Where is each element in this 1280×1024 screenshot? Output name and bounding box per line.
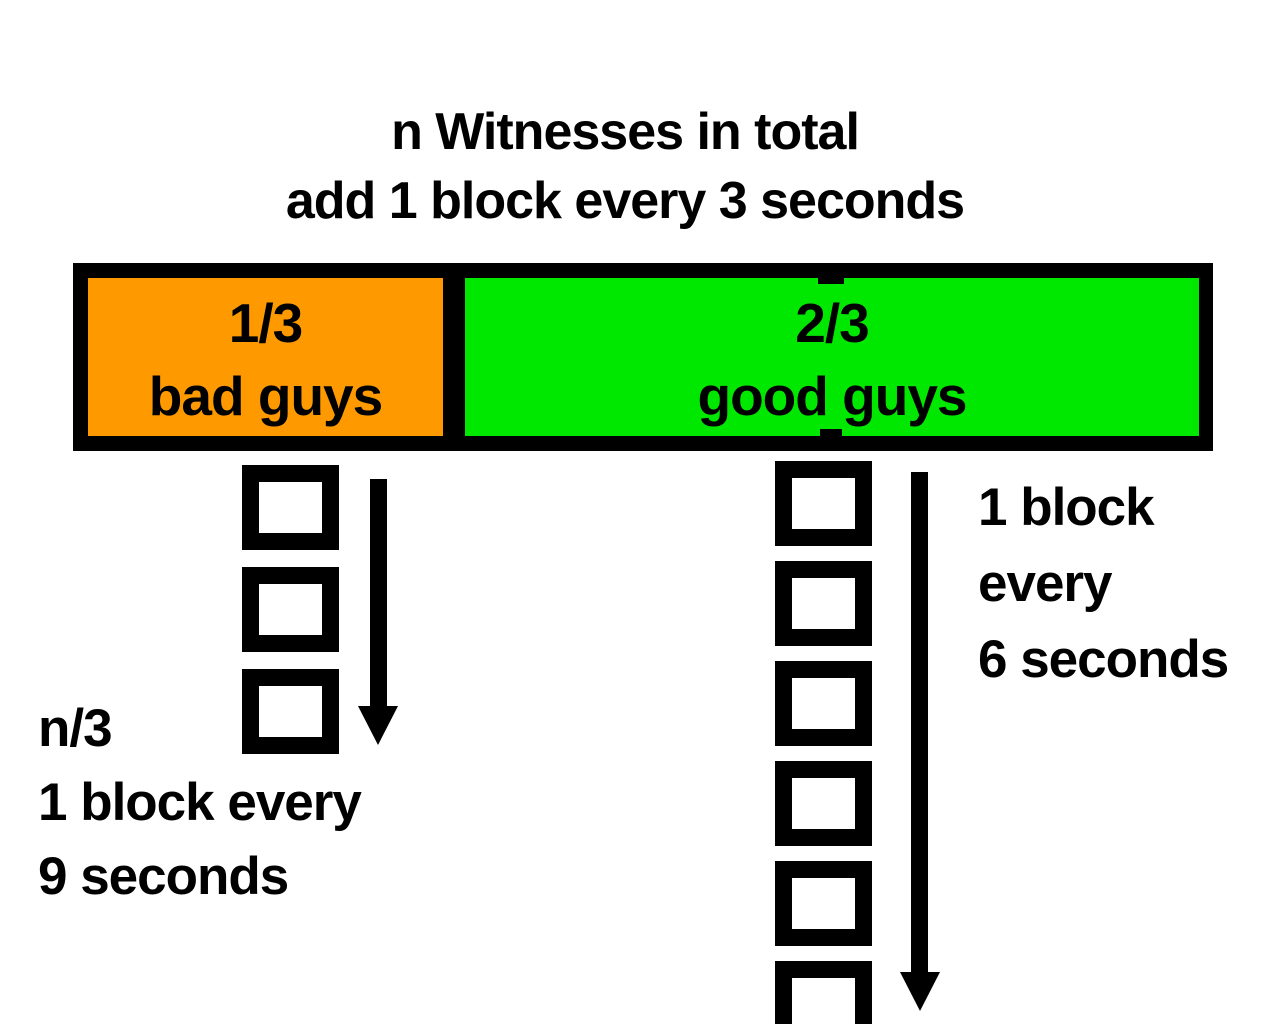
- good-guys-label: good guys: [697, 365, 967, 427]
- arrow-head: [900, 972, 940, 1011]
- block-square: [775, 661, 872, 746]
- title-line-2: add 1 block every 3 seconds: [285, 172, 965, 230]
- good-guys-section: 2/3 good guys: [465, 278, 1199, 436]
- block-square: [242, 669, 339, 754]
- block-peek-bottom: [820, 429, 842, 436]
- arrow-shaft: [911, 472, 928, 973]
- bad-chain-caption: n/3 1 block every 9 seconds: [38, 692, 362, 914]
- block-square: [242, 567, 339, 652]
- bad-guys-label: bad guys: [148, 365, 383, 427]
- good-fraction-label: 2/3: [795, 292, 869, 354]
- witness-bar: 1/3 bad guys 2/3 good guys: [73, 263, 1213, 451]
- block-square: [242, 465, 339, 550]
- good-chain-rate-line-3: 6 seconds: [978, 630, 1229, 689]
- block-square: [775, 961, 872, 1024]
- bad-fraction-label: 1/3: [228, 292, 303, 354]
- title-line-1: n Witnesses in total: [391, 103, 860, 161]
- diagram-title: n Witnesses in total add 1 block every 3…: [0, 98, 1250, 236]
- block-square: [775, 761, 872, 846]
- bad-guys-section: 1/3 bad guys: [88, 278, 443, 436]
- block-square: [775, 461, 872, 546]
- arrow-shaft: [370, 479, 387, 708]
- block-peek-top: [818, 278, 844, 284]
- bad-chain-rate-line-1: n/3: [38, 699, 113, 758]
- good-chain-rate-line-1: 1 block: [978, 478, 1155, 537]
- arrow-head: [358, 706, 398, 745]
- block-square: [775, 861, 872, 946]
- block-square: [775, 561, 872, 646]
- bad-chain-rate-line-2: 1 block every: [38, 773, 362, 832]
- good-chain-rate-line-2: every: [978, 554, 1113, 613]
- good-chain-caption: 1 block every 6 seconds: [978, 470, 1229, 698]
- bad-chain-rate-line-3: 9 seconds: [38, 847, 289, 906]
